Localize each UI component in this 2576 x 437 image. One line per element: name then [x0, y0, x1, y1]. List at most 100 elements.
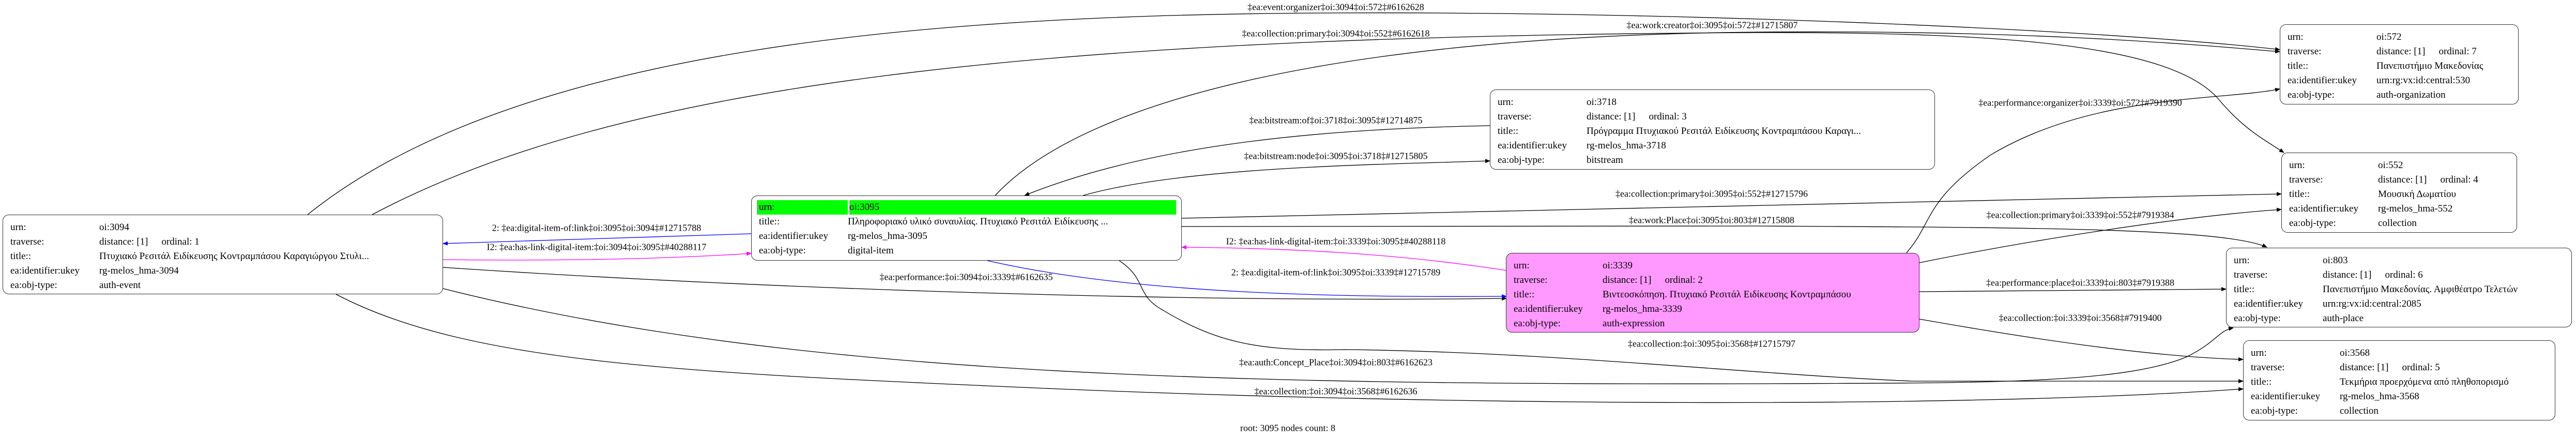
key: urn:	[2234, 255, 2250, 266]
edge-collection-primary-3339-552	[1919, 207, 2282, 263]
ordinal: ordinal: 7	[2438, 46, 2477, 57]
edge-work-creator	[995, 31, 2280, 196]
row-objtype: ea:obj-type: digital-item	[757, 244, 1176, 258]
key: ea:identifier:ukey	[2288, 75, 2357, 86]
row-title: title::Πανεπιστήμιο Μακεδονίας	[2285, 59, 2513, 73]
value: oi:3718	[1587, 97, 1617, 108]
node-oi-803[interactable]: urn:oi:803 traverse:distance: [1]ordinal…	[2226, 248, 2572, 327]
key: ea:identifier:ukey	[759, 231, 828, 242]
graph-footer: root: 3095 nodes count: 8	[1240, 423, 1335, 433]
row-urn: urn: oi:3718	[1496, 95, 1929, 110]
distance: distance: [1]	[1587, 111, 1636, 122]
value: auth-place	[2323, 313, 2364, 324]
edge-label: ‡ea:performance:organizer‡oi:3339‡oi:572…	[1978, 97, 2182, 108]
ordinal: ordinal: 4	[2440, 174, 2478, 185]
value: digital-item	[848, 245, 894, 256]
edge-collection-primary-3094-552	[372, 32, 2284, 215]
value: Πρόγραμμα Πτυχιακού Ρεσιτάλ Ειδίκευσης Κ…	[1587, 126, 1862, 137]
node-oi-3095-root[interactable]: urn:oi:3095 title::Πληροφοριακό υλικό συ…	[751, 195, 1182, 261]
value: rg-melos_hma-3339	[1603, 304, 1682, 314]
value: auth-organization	[2376, 89, 2446, 100]
value: Πληροφοριακό υλικό συναυλίας. Πτυχιακό Ρ…	[848, 216, 1108, 227]
row-objtype: ea:obj-type:auth-event	[8, 278, 437, 293]
key: ea:obj-type:	[2289, 218, 2336, 229]
key: title::	[2251, 376, 2272, 387]
edge-label: ‡ea:bitstream:of‡oi:3718‡oi:3095‡#127148…	[1249, 115, 1423, 126]
distance: distance: [1]	[2340, 362, 2389, 373]
key: title::	[2288, 61, 2309, 71]
row-objtype: ea:obj-type:collection	[2287, 216, 2511, 231]
edge-label: 2: ‡ea:digital-item-of:link‡oi:3095‡oi:3…	[492, 222, 702, 233]
row-title: title::Πληροφοριακό υλικό συναυλίας. Πτυ…	[757, 215, 1176, 229]
row-urn: urn: oi:803	[2232, 253, 2566, 268]
edge-performance-3094-3339	[443, 267, 1507, 301]
row-title: title::Πτυχιακό Ρεσιτάλ Ειδίκευσης Κοντρ…	[8, 249, 437, 264]
value: oi:572	[2376, 32, 2402, 42]
row-traverse: traverse:distance: [1]ordinal: 2	[1512, 273, 1914, 288]
node-oi-3718[interactable]: urn:oi:3718 traverse:distance: [1]ordina…	[1490, 89, 1935, 170]
key: urn:	[757, 200, 848, 215]
key: ea:identifier:ukey	[1498, 140, 1567, 151]
key: traverse:	[2289, 174, 2323, 185]
row-urn: urn:oi:3568	[2249, 346, 2550, 360]
edge-collection-3095-3568	[1119, 260, 2244, 384]
edge-label: ‡ea:event:organizer‡oi:3094‡oi:572‡#6162…	[1247, 2, 1424, 12]
row-title: title::Πανεπιστήμιο Μακεδονίας. Αμφιθέατ…	[2232, 282, 2566, 297]
key: traverse:	[1498, 111, 1532, 122]
edge-label: ‡ea:performance:‡oi:3094‡oi:3339‡#616263…	[879, 272, 1053, 282]
key: ea:obj-type:	[759, 245, 806, 256]
edge-label: ‡ea:collection:primary‡oi:3339‡oi:552‡#7…	[1986, 209, 2174, 220]
key: title::	[1498, 126, 1519, 137]
value: Πανεπιστήμιο Μακεδονίας	[2376, 61, 2483, 71]
value: urn:rg:vx:id:central:2085	[2323, 298, 2421, 309]
key: traverse:	[1514, 275, 1548, 285]
value: bitstream	[1587, 155, 1623, 165]
node-oi-3568[interactable]: urn:oi:3568 traverse:distance: [1]ordina…	[2243, 340, 2555, 420]
edge-label: ‡ea:collection:‡oi:3094‡oi:3568‡#6162636	[1254, 386, 1417, 397]
value: distance: [1] ordinal: 4	[2378, 173, 2511, 187]
value: Βιντεοσκόπηση. Πτυχιακό Ρεσιτάλ Ειδίκευσ…	[1603, 289, 1851, 300]
key: traverse:	[10, 236, 44, 247]
node-oi-552[interactable]: urn:oi:552 traverse:distance: [1]ordinal…	[2281, 153, 2517, 233]
key: traverse:	[2288, 46, 2322, 57]
value: rg-melos_hma-552	[2378, 203, 2453, 214]
key: ea:identifier:ukey	[10, 265, 80, 276]
value: Μουσική Δωματίου	[2378, 189, 2456, 200]
key: ea:obj-type:	[1498, 155, 1545, 165]
value: oi:552	[2378, 160, 2403, 171]
edge-label: ‡ea:performance:place‡oi:3339‡oi:803‡#79…	[1986, 277, 2174, 288]
key: ea:identifier:ukey	[1514, 304, 1583, 314]
distance: distance: [1]	[2323, 269, 2372, 280]
row-urn: urn:oi:3095	[757, 200, 1176, 215]
row-urn: urn:oi:3339	[1512, 259, 1914, 273]
edge-label: ‡ea:collection:primary‡oi:3095‡oi:552‡#1…	[1615, 188, 1808, 199]
node-oi-3339[interactable]: urn:oi:3339 traverse:distance: [1]ordina…	[1506, 253, 1919, 333]
row-traverse: traverse: distance: [1] ordinal: 4	[2287, 173, 2511, 187]
edge-label: I2: ‡ea:has-link-digital-item:‡oi:3094‡o…	[486, 242, 707, 252]
row-ukey: ea:identifier:ukey rg-melos_hma-3094	[8, 264, 437, 278]
value: Πανεπιστήμιο Μακεδονίας. Αμφιθέατρο Τελε…	[2323, 284, 2518, 295]
row-title: title::Μουσική Δωματίου	[2287, 187, 2511, 202]
edge-digital-item-of-3095-3094	[443, 233, 752, 246]
key: title::	[2234, 284, 2255, 295]
edge-performance-place	[1919, 287, 2227, 292]
node-oi-3094[interactable]: urn:oi:3094 traverse:distance: [1]ordina…	[3, 215, 443, 294]
value: oi:803	[2323, 255, 2348, 266]
distance: distance: [1]	[1603, 275, 1652, 285]
edge-collection-3339-3568	[1919, 319, 2244, 361]
key: urn:	[2288, 32, 2304, 42]
edge-has-link-3094-3095	[443, 251, 752, 261]
key: urn:	[1498, 97, 1514, 108]
row-title: title::Πρόγραμμα Πτυχιακού Ρεσιτάλ Ειδίκ…	[1496, 124, 1929, 139]
row-ukey: ea:identifier:ukey rg-melos_hma-3339	[1512, 302, 1914, 317]
row-objtype: ea:obj-type:auth-place	[2232, 311, 2566, 326]
distance: distance: [1]	[2378, 174, 2427, 185]
node-oi-572[interactable]: urn:oi:572 traverse:distance: [1]ordinal…	[2280, 24, 2519, 104]
row-title: title::Τεκμήρια προερχόμενα από πληθοπορ…	[2249, 375, 2550, 389]
value: rg-melos_hma-3094	[99, 265, 179, 276]
value: oi:3339	[1603, 260, 1633, 271]
